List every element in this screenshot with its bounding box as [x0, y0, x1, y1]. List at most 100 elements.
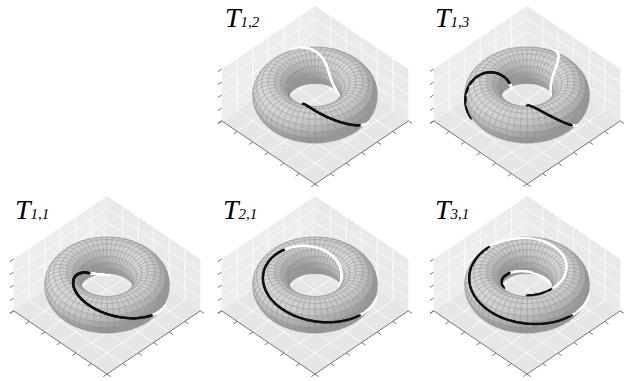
axis-tick — [280, 163, 284, 166]
knot-curve — [76, 273, 79, 276]
knot-curve — [507, 80, 510, 83]
torus-facet — [521, 119, 528, 126]
torus-facet — [315, 82, 318, 84]
torus-facet — [315, 50, 320, 55]
knot-curve — [314, 50, 317, 53]
knot-curve — [93, 273, 96, 275]
knot-curve — [504, 77, 507, 80]
torus-facet — [107, 262, 110, 268]
knot-curve — [331, 80, 334, 83]
torus-facet — [104, 262, 107, 268]
knot-curve — [85, 272, 88, 274]
knot-curve — [75, 274, 78, 277]
torus-facet — [524, 66, 527, 72]
torus-facet — [355, 75, 362, 79]
torus-facet — [524, 78, 527, 82]
grid-line — [449, 110, 542, 173]
grid-line — [253, 100, 346, 163]
torus-facet — [517, 109, 523, 114]
torus-facet — [522, 50, 527, 55]
knot-curve — [88, 272, 91, 275]
torus-facet — [533, 118, 540, 125]
knot-curve — [73, 276, 76, 279]
knot-curve — [552, 76, 555, 77]
knot-curve — [316, 51, 319, 54]
torus-facet — [527, 72, 530, 78]
knot-curve — [83, 272, 86, 274]
knot-curve — [96, 273, 99, 275]
knot-curve — [95, 273, 98, 275]
knot-curve — [76, 273, 79, 276]
knot-curve — [84, 272, 87, 274]
torus-facet — [521, 72, 524, 78]
grid-line — [284, 100, 377, 163]
torus-facet — [480, 78, 487, 82]
torus-facet — [522, 109, 527, 114]
torus-facet — [353, 125, 359, 132]
torus-facet — [309, 72, 312, 78]
axis-tick — [430, 121, 434, 124]
knot-curve — [363, 123, 366, 126]
knot-curve — [319, 54, 322, 57]
knot-curve — [78, 272, 81, 275]
torus-facet — [520, 125, 527, 131]
torus-facet — [549, 86, 551, 92]
knot-curve — [80, 272, 83, 275]
knot-curve — [99, 273, 102, 275]
knot-curve — [352, 124, 355, 126]
torus-facet — [568, 78, 575, 82]
knot-curve — [510, 85, 513, 88]
torus-facet — [310, 109, 315, 114]
axis-tick — [10, 285, 14, 288]
axis-tick — [249, 142, 253, 145]
knot-curve — [79, 272, 82, 274]
grid-line — [299, 68, 392, 131]
axis-tick — [169, 332, 173, 335]
axis-tick — [41, 332, 45, 335]
torus-facet — [327, 117, 334, 124]
knot-curve — [85, 272, 88, 274]
grid-line — [511, 68, 604, 131]
torus-facet — [465, 90, 467, 99]
knot-curve — [83, 272, 86, 274]
knot-curve — [320, 55, 323, 58]
knot-curve — [510, 86, 513, 88]
torus-facet — [318, 78, 321, 82]
grid-line — [253, 79, 346, 142]
knot-curve — [573, 125, 576, 127]
axis-tick — [430, 121, 434, 124]
knot-curve — [73, 277, 76, 280]
grid-line — [284, 79, 377, 142]
knot-curve — [91, 272, 94, 274]
grid-line — [29, 300, 122, 363]
axis-tick — [362, 153, 366, 156]
wall-pane — [527, 6, 620, 121]
knot-curve — [567, 123, 570, 126]
knot-curve — [79, 272, 82, 274]
torus-facet — [490, 67, 497, 73]
knot-curve — [100, 273, 103, 275]
knot-curve — [86, 272, 89, 274]
axis-tick — [543, 174, 547, 177]
knot-curve — [78, 272, 81, 275]
torus-facet — [315, 125, 322, 131]
torus-facet — [107, 268, 110, 272]
knot-curve — [72, 278, 75, 281]
grid-line — [237, 110, 330, 173]
torus-facet — [527, 66, 530, 72]
torus-facet — [315, 66, 318, 72]
axis-tick — [10, 298, 14, 301]
knot-curve — [361, 124, 364, 127]
knot-curve — [505, 78, 508, 81]
knot-curve — [548, 114, 549, 117]
torus-facet — [315, 119, 322, 126]
torus-facet — [320, 113, 327, 119]
torus-facet — [309, 119, 316, 126]
knot-curve — [305, 104, 308, 107]
torus-facet — [515, 113, 522, 119]
knot-curve — [317, 52, 320, 55]
torus-facet — [532, 109, 538, 114]
knot-curve — [511, 86, 514, 88]
knot-curve — [89, 272, 92, 274]
knot-curve — [508, 82, 511, 85]
